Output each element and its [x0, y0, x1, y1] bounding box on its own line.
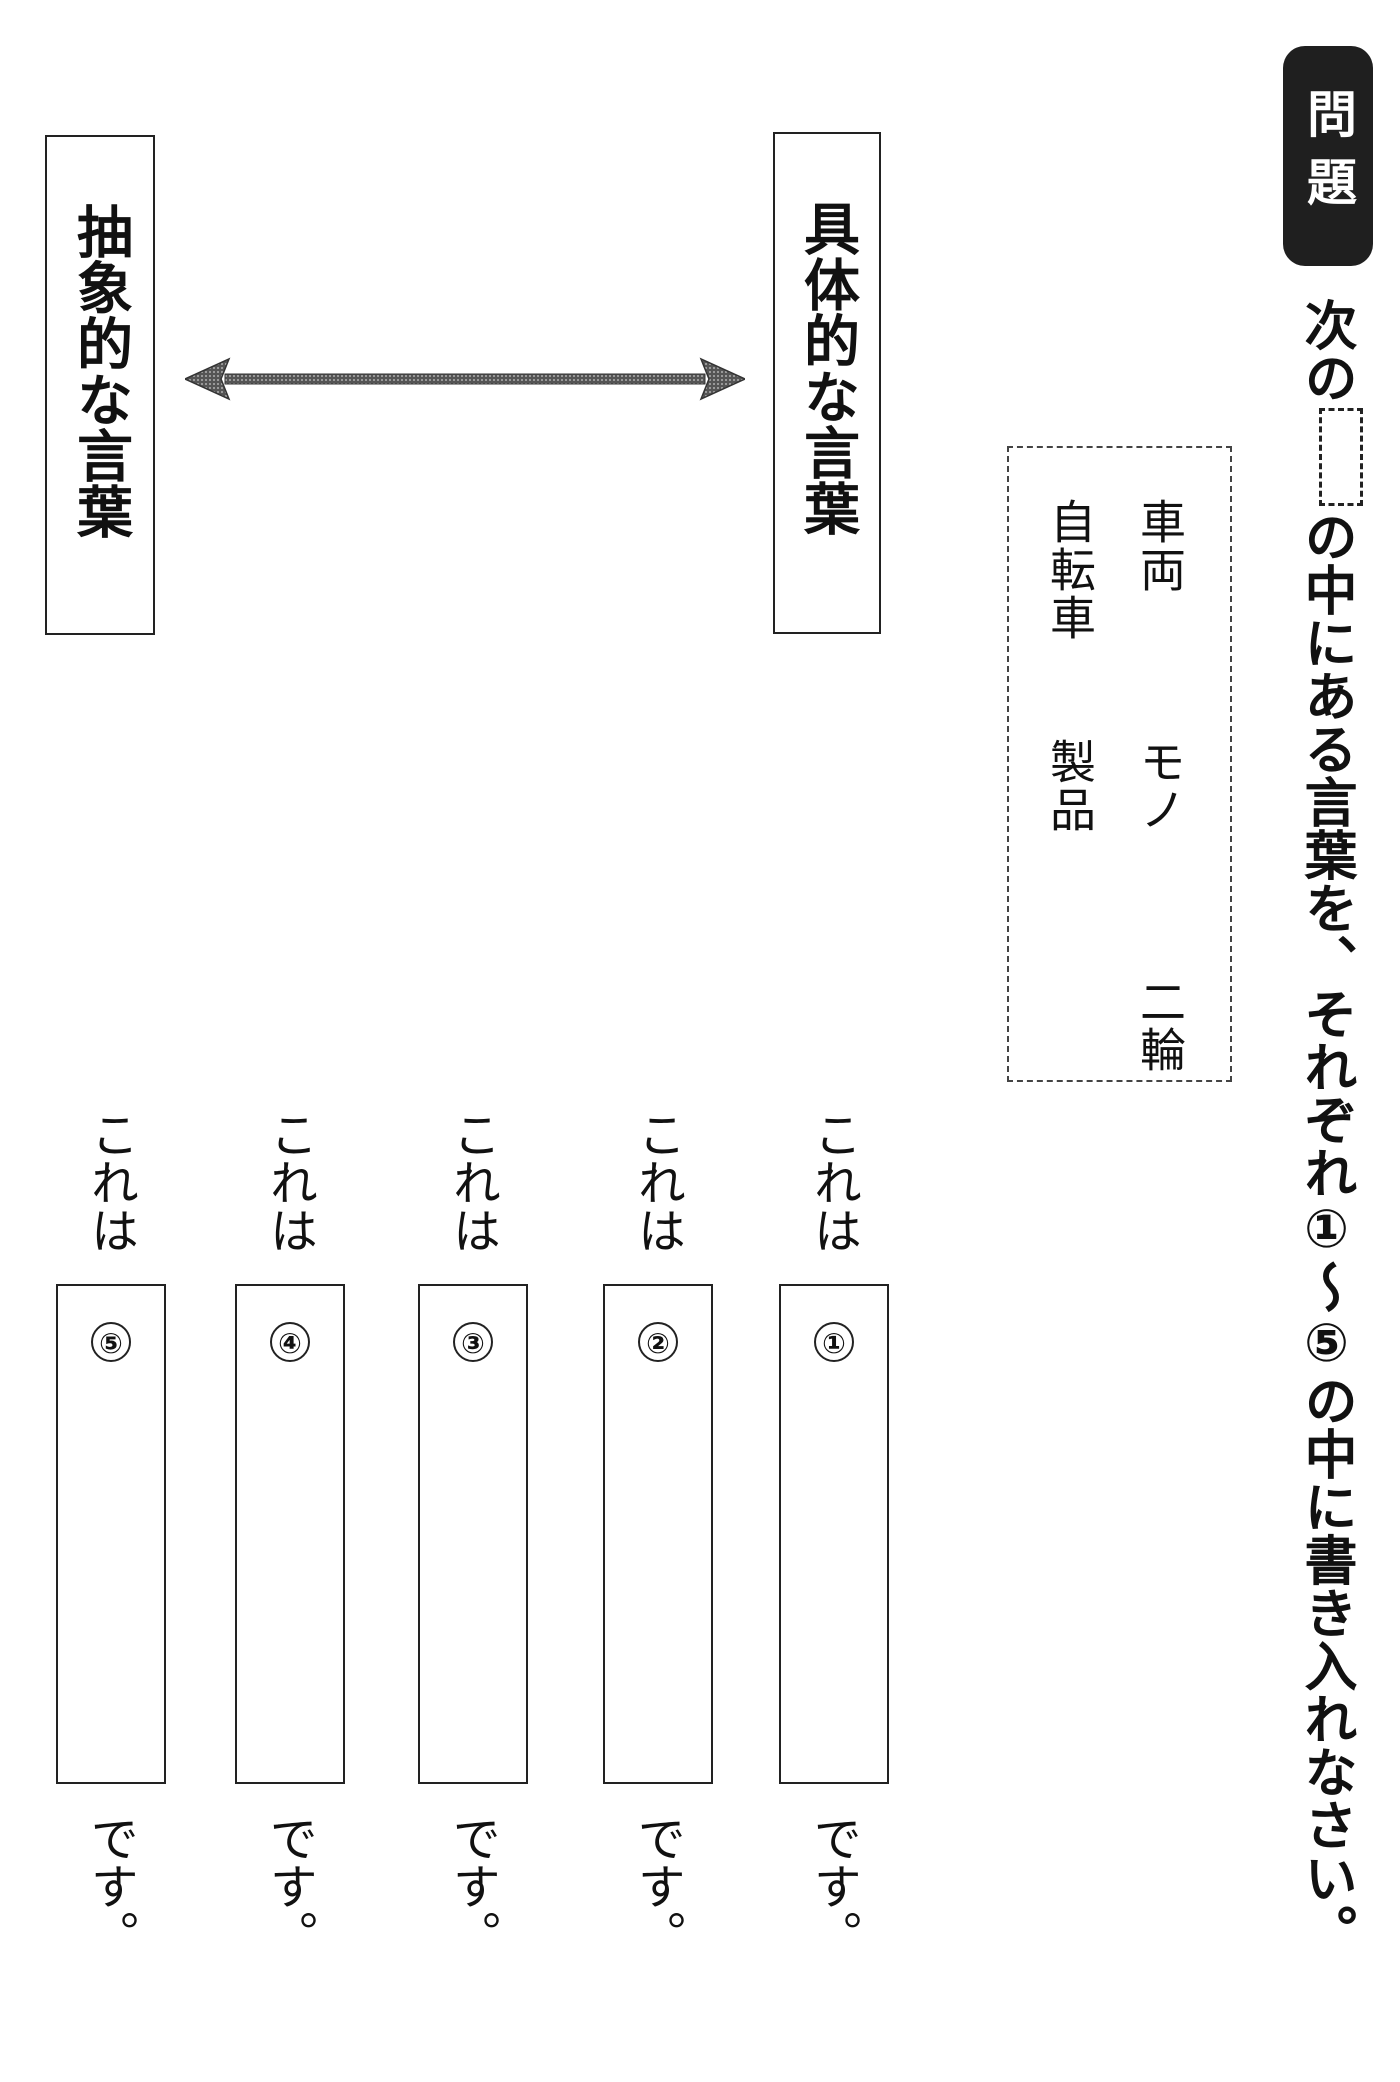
word-bank-column-2: 自転車 製品 [1043, 498, 1097, 834]
answer-number: ⑤ [91, 1322, 131, 1362]
answer-suffix: です。 [444, 1814, 500, 1958]
answer-box-4[interactable]: ④ [235, 1284, 345, 1784]
word-bank-column-1: 車両 モノ 二輪 [1133, 498, 1187, 1074]
answer-prefix: これは [444, 1110, 500, 1254]
answer-suffix: です。 [82, 1814, 138, 1958]
answer-number: ① [814, 1322, 854, 1362]
concrete-words-label: 具体的な言葉 [794, 200, 860, 536]
answer-number: ② [638, 1322, 678, 1362]
answer-box-5[interactable]: ⑤ [56, 1284, 166, 1784]
instruction-part2: の中にある言葉を、それぞれ①～⑤の中に書き入れなさい。 [1296, 510, 1357, 1957]
answer-prefix: これは [805, 1110, 861, 1254]
double-arrow-icon [185, 357, 745, 401]
answer-column-4: これは ④ です。 [235, 1110, 345, 1958]
instruction-part1: 次の [1296, 298, 1357, 404]
answer-suffix: です。 [805, 1814, 861, 1958]
answer-prefix: これは [82, 1110, 138, 1254]
answer-box-1[interactable]: ① [779, 1284, 889, 1784]
answer-column-3: これは ③ です。 [418, 1110, 528, 1958]
instruction-blank-box [1318, 408, 1363, 506]
concrete-words-box: 具体的な言葉 [773, 132, 881, 634]
answer-column-1: これは ① です。 [779, 1110, 889, 1958]
answer-number: ④ [270, 1322, 310, 1362]
answer-number: ③ [453, 1322, 493, 1362]
problem-badge-label: 問題 [1299, 88, 1357, 224]
answer-suffix: です。 [629, 1814, 685, 1958]
answer-column-2: これは ② です。 [603, 1110, 713, 1958]
answer-suffix: です。 [261, 1814, 317, 1958]
word-bank: 車両 モノ 二輪 自転車 製品 [1007, 446, 1232, 1082]
instruction-text: 次のの中にある言葉を、それぞれ①～⑤の中に書き入れなさい。 [1296, 298, 1363, 1957]
answer-column-5: これは ⑤ です。 [56, 1110, 166, 1958]
answer-box-3[interactable]: ③ [418, 1284, 528, 1784]
abstract-words-box: 抽象的な言葉 [45, 135, 155, 635]
problem-badge: 問題 [1283, 46, 1373, 266]
abstract-words-label: 抽象的な言葉 [67, 203, 133, 539]
answer-prefix: これは [261, 1110, 317, 1254]
answer-box-2[interactable]: ② [603, 1284, 713, 1784]
answer-prefix: これは [629, 1110, 685, 1254]
